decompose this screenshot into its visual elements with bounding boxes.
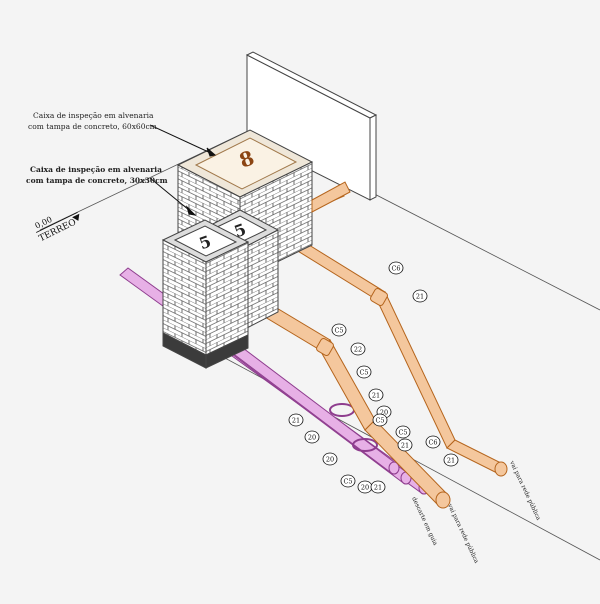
callout-3: 22: [350, 342, 366, 356]
callout-17: 21: [443, 453, 459, 467]
callout-label: 21: [292, 417, 300, 425]
to-public-network-left: vai para rede pública: [446, 502, 480, 565]
callout-label: C5: [398, 429, 407, 437]
callout-1: 21: [412, 289, 428, 303]
callout-9: 20: [304, 430, 320, 444]
to-public-network-right: vai para rede pública: [508, 459, 542, 522]
callout-label: 21: [374, 484, 382, 492]
callout-label: 21: [372, 392, 380, 400]
callout-label: C5: [334, 327, 343, 335]
callout-8: C5: [372, 413, 388, 427]
callout-11: 21: [397, 438, 413, 452]
callout-7: 21: [288, 413, 304, 427]
callout-10: C5: [395, 425, 411, 439]
callout-label: C6: [428, 439, 437, 447]
back-pipe: [311, 181, 351, 213]
callout-0: C6: [388, 261, 404, 275]
callout-label: 20: [361, 484, 369, 492]
box-small-label-line1: Caixa de inspeção em alvenaria: [30, 165, 162, 174]
annotation-labels: Caixa de inspeção em alvenaria com tampa…: [26, 111, 168, 185]
inspection-box-small-a: 5: [161, 219, 250, 369]
callout-label: C5: [359, 369, 368, 377]
callout-label: 21: [416, 293, 424, 301]
callout-label: 20: [308, 434, 316, 442]
callout-2: C5: [331, 323, 347, 337]
sewer-pipes: [244, 185, 508, 509]
callout-label: C5: [343, 478, 352, 486]
callout-12: 20: [322, 452, 338, 466]
callout-4: C5: [356, 365, 372, 379]
callout-label: 20: [326, 456, 334, 464]
callout-13: C5: [340, 474, 356, 488]
label-leaders: [149, 124, 217, 216]
destination-labels: vai para rede pública vai para rede públ…: [410, 459, 542, 565]
callout-14: 20: [357, 480, 373, 494]
callout-5: 21: [368, 388, 384, 402]
callout-label: C5: [375, 417, 384, 425]
callout-label: 22: [354, 346, 362, 354]
box-large-label-line1: Caixa de inspeção em alvenaria: [33, 111, 154, 120]
to-gutter-label: descarte em guia: [410, 496, 439, 547]
callout-label: 20: [380, 409, 388, 417]
callout-15: 21: [370, 480, 386, 494]
back-wall: [245, 51, 378, 201]
callout-16: C6: [425, 435, 441, 449]
callout-label: 21: [401, 442, 409, 450]
callout-label: 21: [447, 457, 455, 465]
box-small-label-line2: com tampa de concreto, 30x30cm: [26, 176, 168, 185]
box-large-label-line2: com tampa de concreto, 60x60cm: [28, 122, 157, 131]
level-marker: 0,00 TERREO: [34, 211, 80, 244]
callout-label: C6: [391, 265, 400, 273]
